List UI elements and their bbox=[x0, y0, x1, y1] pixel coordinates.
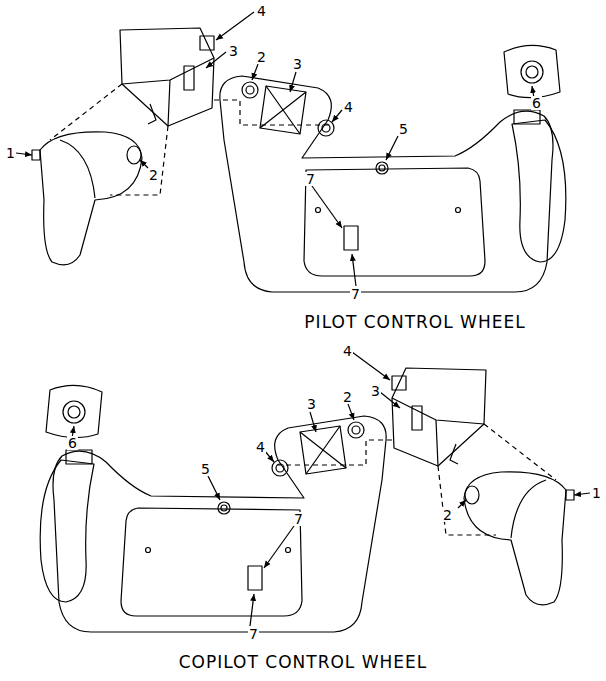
callout-number: 4 bbox=[255, 440, 266, 454]
callout-number: 3 bbox=[370, 384, 381, 398]
figure-caption: PILOT CONTROL WHEEL bbox=[304, 312, 525, 332]
callout-number: 1 bbox=[5, 146, 16, 160]
callout-number: 3 bbox=[306, 397, 317, 411]
callout-number: 2 bbox=[256, 50, 267, 64]
callout-number: 7 bbox=[293, 512, 304, 526]
callout-number: 3 bbox=[292, 57, 303, 71]
callout-number: 2 bbox=[342, 390, 353, 404]
callout-number: 2 bbox=[148, 168, 159, 182]
callout-number: 5 bbox=[200, 462, 211, 476]
callout-number: 7 bbox=[305, 172, 316, 186]
callout-number: 5 bbox=[398, 122, 409, 136]
figure-caption: COPILOT CONTROL WHEEL bbox=[179, 652, 428, 672]
callout-number: 4 bbox=[256, 4, 267, 18]
callout-number: 4 bbox=[343, 100, 354, 114]
callout-number: 3 bbox=[228, 44, 239, 58]
callout-number: 6 bbox=[531, 96, 542, 110]
callout-number: 6 bbox=[67, 436, 78, 450]
callout-number: 1 bbox=[591, 486, 602, 500]
callout-number: 7 bbox=[248, 627, 259, 641]
callout-number: 2 bbox=[442, 508, 453, 522]
callout-number: 4 bbox=[342, 344, 353, 358]
callout-number: 7 bbox=[350, 287, 361, 301]
